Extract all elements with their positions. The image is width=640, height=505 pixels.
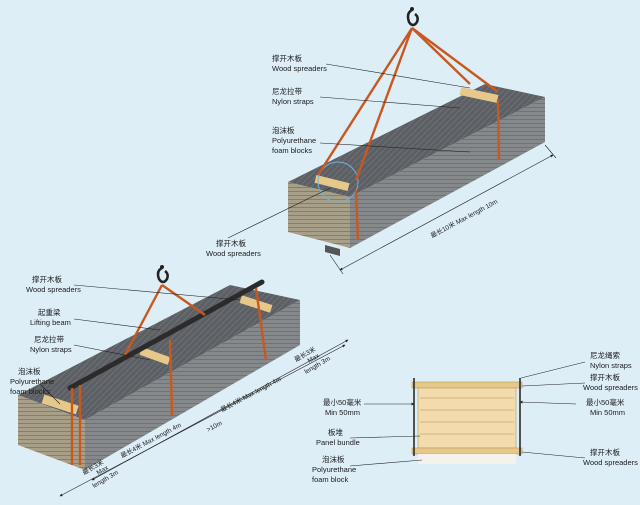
bl-foam-block-far (239, 295, 273, 313)
top-label-foam-cn: 泡沫板 (272, 125, 295, 135)
section-leader-lines (349, 361, 586, 467)
section-label-bundle-cn: 板堆 (328, 427, 343, 437)
top-panel-bundle (288, 84, 545, 256)
section-label-foam-en2: foam block (312, 475, 349, 484)
section-label-min-left-cn: 最小50毫米 (323, 397, 362, 407)
top-bundle-end-face (288, 182, 350, 248)
bl-crane-hook (156, 265, 169, 284)
section-foam-block (418, 454, 516, 464)
bl-label-beam-en: Lifting beam (30, 318, 71, 327)
top-label-nylon-cn: 尼龙拉带 (272, 86, 302, 96)
bl-label-spreaders-en: Wood spreaders (26, 285, 81, 294)
bl-label-foam-en1: Polyurethane (10, 377, 54, 386)
section-label-spreaders-top-cn: 撑开木板 (590, 372, 620, 382)
section-label-min-right-cn: 最小50毫米 (586, 397, 625, 407)
section-label-min-right-en: Min 50mm (590, 408, 625, 417)
section-label-foam-en1: Polyurethane (312, 465, 356, 474)
section-label-nylon-cn: 尼龙绳索 (590, 350, 620, 360)
top-label-spreaders2-cn: 撑开木板 (216, 238, 246, 248)
top-leader-lines (227, 63, 471, 239)
section-label-foam-cn: 泡沫板 (322, 454, 345, 464)
bl-label-nylon-en: Nylon straps (30, 345, 72, 354)
section-label-spreaders-top-en: Wood spreaders (583, 383, 638, 392)
section-top-spreader (411, 381, 523, 389)
section-bottom-spreader (411, 447, 523, 455)
top-label-foam-en2: foam blocks (272, 146, 312, 155)
top-bundle-bottom-blocks (325, 245, 340, 256)
top-label-nylon-en: Nylon straps (272, 97, 314, 106)
top-crane-hook (406, 7, 419, 27)
section-label-min-left-en: Min 50mm (325, 408, 360, 417)
section-label-spreaders-bottom-en: Wood spreaders (583, 458, 638, 467)
top-dimension (329, 144, 557, 275)
section-bundle (417, 387, 517, 449)
bl-dimension-lines (59, 339, 349, 497)
section-view (411, 378, 523, 464)
bl-label-spreaders-cn: 撑开木板 (32, 274, 62, 284)
top-label-spreaders2-en: Wood spreaders (206, 249, 261, 258)
top-foam-block-far (459, 87, 499, 103)
top-label-spreaders-en: Wood spreaders (272, 64, 327, 73)
bl-label-foam-en2: foam blocks (10, 387, 50, 396)
top-label-spreaders-cn: 撑开木板 (272, 53, 302, 63)
bl-dim-total: >10m (206, 420, 224, 434)
bl-label-nylon-cn: 尼龙拉带 (34, 334, 64, 344)
section-label-spreaders-bottom-cn: 撑开木板 (590, 447, 620, 457)
top-label-foam-en1: Polyurethane (272, 136, 316, 145)
section-label-nylon-en: Nylon straps (590, 361, 632, 370)
bl-label-beam-cn: 起重梁 (38, 308, 61, 317)
bl-label-foam-cn: 泡沫板 (18, 366, 41, 376)
section-label-bundle-en: Panel bundle (316, 438, 360, 447)
